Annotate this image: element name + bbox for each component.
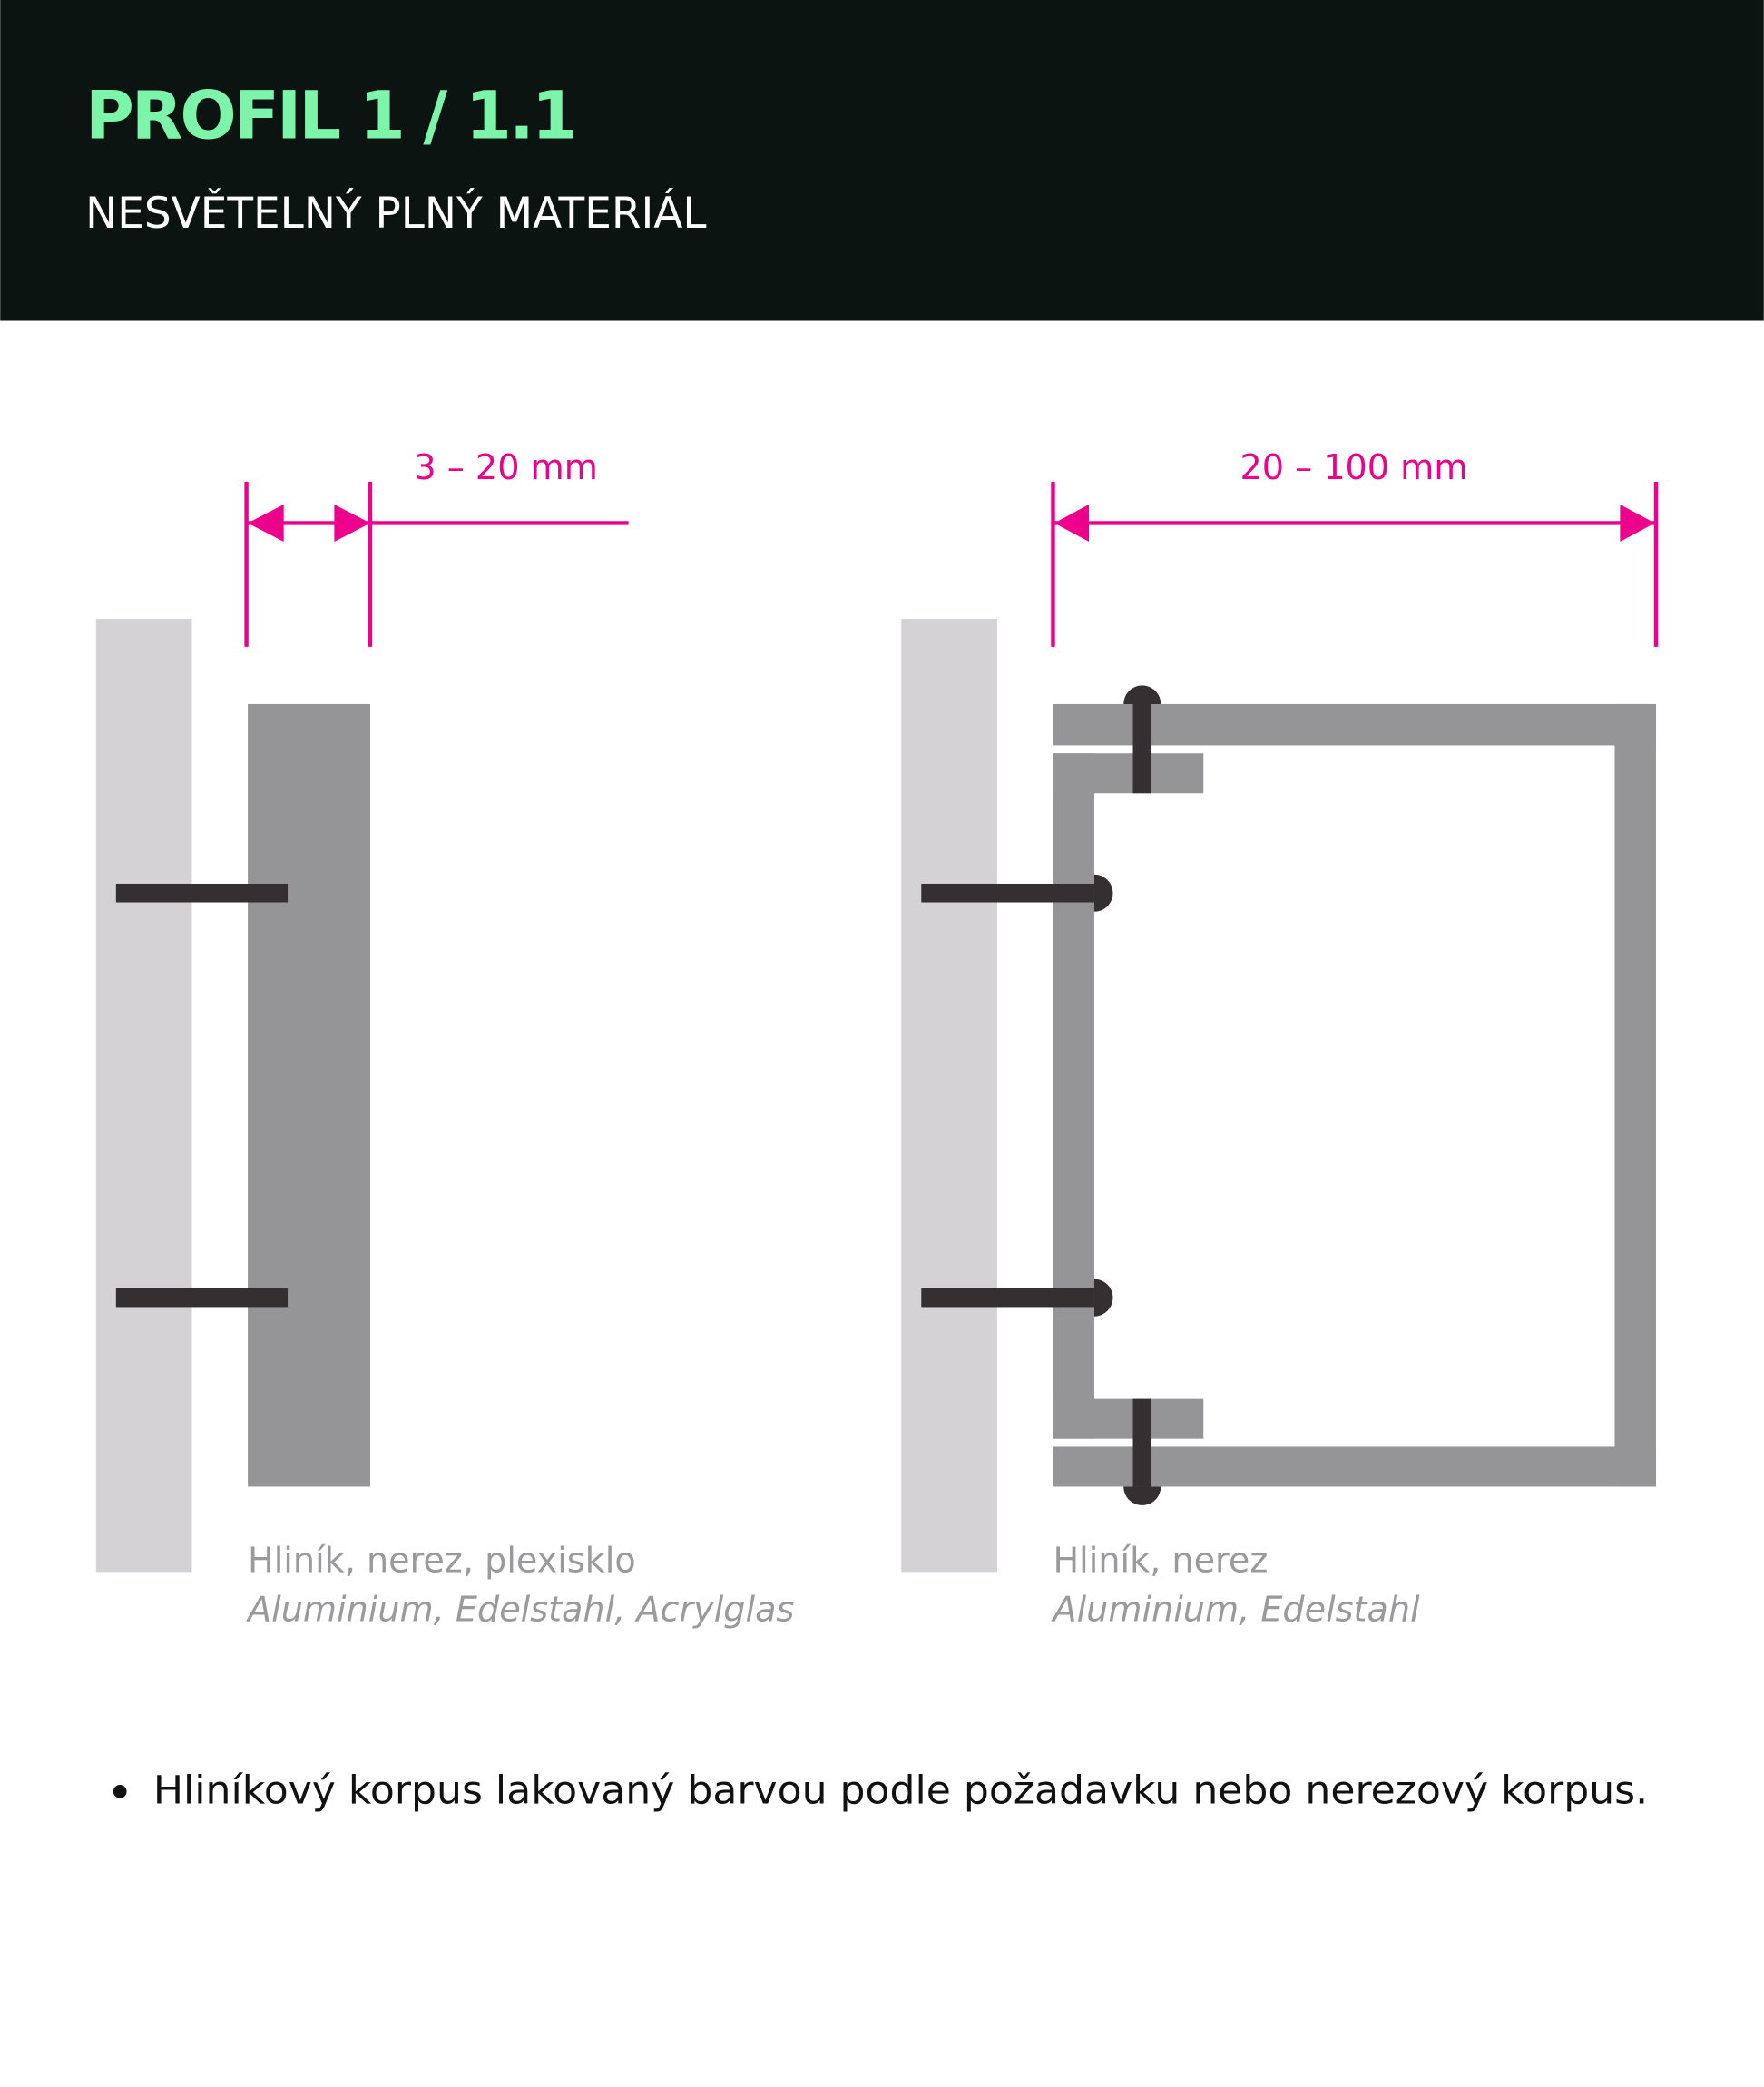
panel [248, 703, 371, 1487]
dimension-label: 20 – 100 mm [1240, 447, 1468, 487]
bullet-text: Hliníkový korpus lakovaný barvou podle p… [153, 1769, 1648, 1814]
arrow-right-icon [1620, 504, 1655, 543]
wall [95, 619, 192, 1573]
arrow-left-icon [248, 504, 284, 543]
page-subtitle: NESVĚTELNÝ PLNÝ MATERIÁL [85, 189, 706, 239]
arrow-left-icon [1054, 504, 1090, 543]
dimension-label: 3 – 20 mm [414, 447, 597, 487]
caption-de: Aluminium, Edelstahl [1050, 1590, 1420, 1630]
screws [921, 685, 1161, 1505]
wall [901, 619, 997, 1573]
dimension-line [1051, 481, 1659, 647]
screw [115, 1288, 289, 1308]
bullet-icon [113, 1785, 127, 1798]
caption-cz: Hliník, nerez, plexisklo [248, 1540, 636, 1580]
caption-de: Aluminium, Edelstahl, Acrylglas [245, 1590, 794, 1630]
screw [115, 883, 289, 903]
frame-profile [1053, 703, 1656, 1487]
caption-cz: Hliník, nerez [1053, 1540, 1268, 1580]
diagram-left: 3 – 20 mm Hliník, nerez, plexisklo Alumi… [95, 447, 794, 1630]
page-title: PROFIL 1 / 1.1 [85, 78, 575, 155]
arrow-right-icon [334, 504, 371, 543]
diagram-right: 20 – 100 mm Hliník, nerez Aluminium, Ede… [901, 447, 1659, 1630]
header-band [0, 0, 1764, 321]
dimension-line [244, 481, 629, 647]
